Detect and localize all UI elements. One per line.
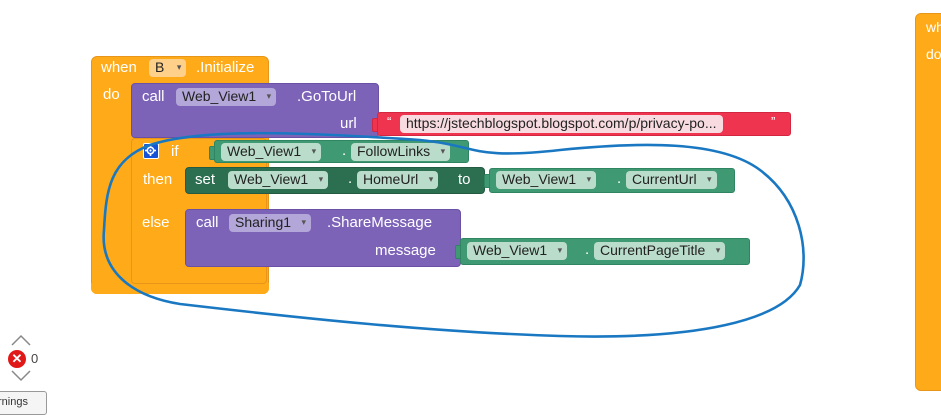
error-icon[interactable]: ✕ — [8, 350, 26, 368]
down-chevron-icon[interactable] — [11, 370, 31, 382]
set-value-property-dropdown[interactable]: CurrentUrl ▾ — [626, 171, 717, 189]
toggle-warnings-button[interactable]: rnings — [0, 391, 47, 415]
error-count: 0 — [31, 351, 39, 366]
when-label: when — [101, 59, 137, 76]
if-label: if — [171, 143, 179, 160]
goto-component-value: Web_View1 — [182, 88, 257, 104]
set-component-value: Web_View1 — [234, 171, 309, 187]
condition-dot: . — [342, 142, 347, 159]
offscreen-do-label: do — [926, 46, 941, 62]
chevron-down-icon: ▾ — [428, 174, 434, 184]
share-component-dropdown[interactable]: Sharing1 ▾ — [229, 214, 312, 232]
chevron-down-icon: ▾ — [707, 174, 712, 184]
offscreen-when-label: wh — [926, 19, 941, 35]
quote-open: “ — [387, 114, 392, 129]
chevron-down-icon: ▾ — [715, 245, 721, 255]
goto-url-param-label: url — [340, 115, 357, 132]
then-label: then — [143, 171, 173, 188]
set-value-component-dropdown[interactable]: Web_View1 ▾ — [496, 171, 597, 189]
condition-component-dropdown[interactable]: Web_View1 ▾ — [221, 143, 322, 161]
condition-property-dropdown[interactable]: FollowLinks ▾ — [351, 143, 451, 161]
set-component-dropdown[interactable]: Web_View1 ▾ — [228, 171, 329, 189]
event-component-dropdown[interactable]: B ▾ — [149, 59, 187, 77]
url-text-field[interactable]: https://jstechblogspot.blogspot.com/p/pr… — [400, 115, 723, 133]
message-value-dot: . — [585, 241, 590, 258]
chevron-down-icon: ▾ — [586, 174, 592, 184]
chevron-down-icon: ▾ — [440, 146, 446, 156]
event-name: .Initialize — [196, 59, 255, 76]
share-component-value: Sharing1 — [235, 214, 292, 230]
chevron-down-icon: ▾ — [557, 245, 563, 255]
quote-close: ” — [771, 114, 776, 129]
chevron-down-icon: ▾ — [318, 174, 324, 184]
share-method-name: .ShareMessage — [327, 214, 433, 231]
message-value-property-value: CurrentPageTitle — [600, 242, 706, 258]
message-value-component-value: Web_View1 — [473, 242, 548, 258]
share-message-param-label: message — [375, 242, 436, 259]
set-dot: . — [348, 170, 353, 187]
goto-component-dropdown[interactable]: Web_View1 ▾ — [176, 88, 277, 106]
event-component-value: B — [155, 59, 165, 75]
goto-method-name: .GoToUrl — [297, 88, 357, 105]
message-value-component-dropdown[interactable]: Web_View1 ▾ — [467, 242, 568, 260]
goto-call-label: call — [142, 88, 165, 105]
set-label: set — [195, 171, 216, 188]
condition-component-value: Web_View1 — [227, 143, 302, 159]
up-chevron-icon[interactable] — [11, 334, 31, 346]
set-value-component-value: Web_View1 — [502, 171, 577, 187]
set-property-value: HomeUrl — [363, 171, 419, 187]
chevron-down-icon: ▾ — [301, 217, 307, 227]
gear-icon[interactable] — [143, 143, 159, 159]
set-to-label: to — [458, 171, 471, 188]
set-value-property-value: CurrentUrl — [632, 171, 697, 187]
share-call-label: call — [196, 214, 219, 231]
condition-property-value: FollowLinks — [357, 143, 431, 159]
chevron-down-icon: ▾ — [176, 62, 182, 72]
set-value-dot: . — [617, 170, 622, 187]
chevron-down-icon: ▾ — [311, 146, 317, 156]
chevron-down-icon: ▾ — [266, 91, 272, 101]
message-value-property-dropdown[interactable]: CurrentPageTitle ▾ — [594, 242, 726, 260]
else-label: else — [142, 214, 170, 231]
offscreen-event-block[interactable] — [915, 13, 941, 391]
do-label: do — [103, 86, 120, 103]
set-property-dropdown[interactable]: HomeUrl ▾ — [357, 171, 439, 189]
toggle-warnings-label: rnings — [0, 396, 28, 408]
event-block-bottom-bar — [91, 283, 269, 294]
